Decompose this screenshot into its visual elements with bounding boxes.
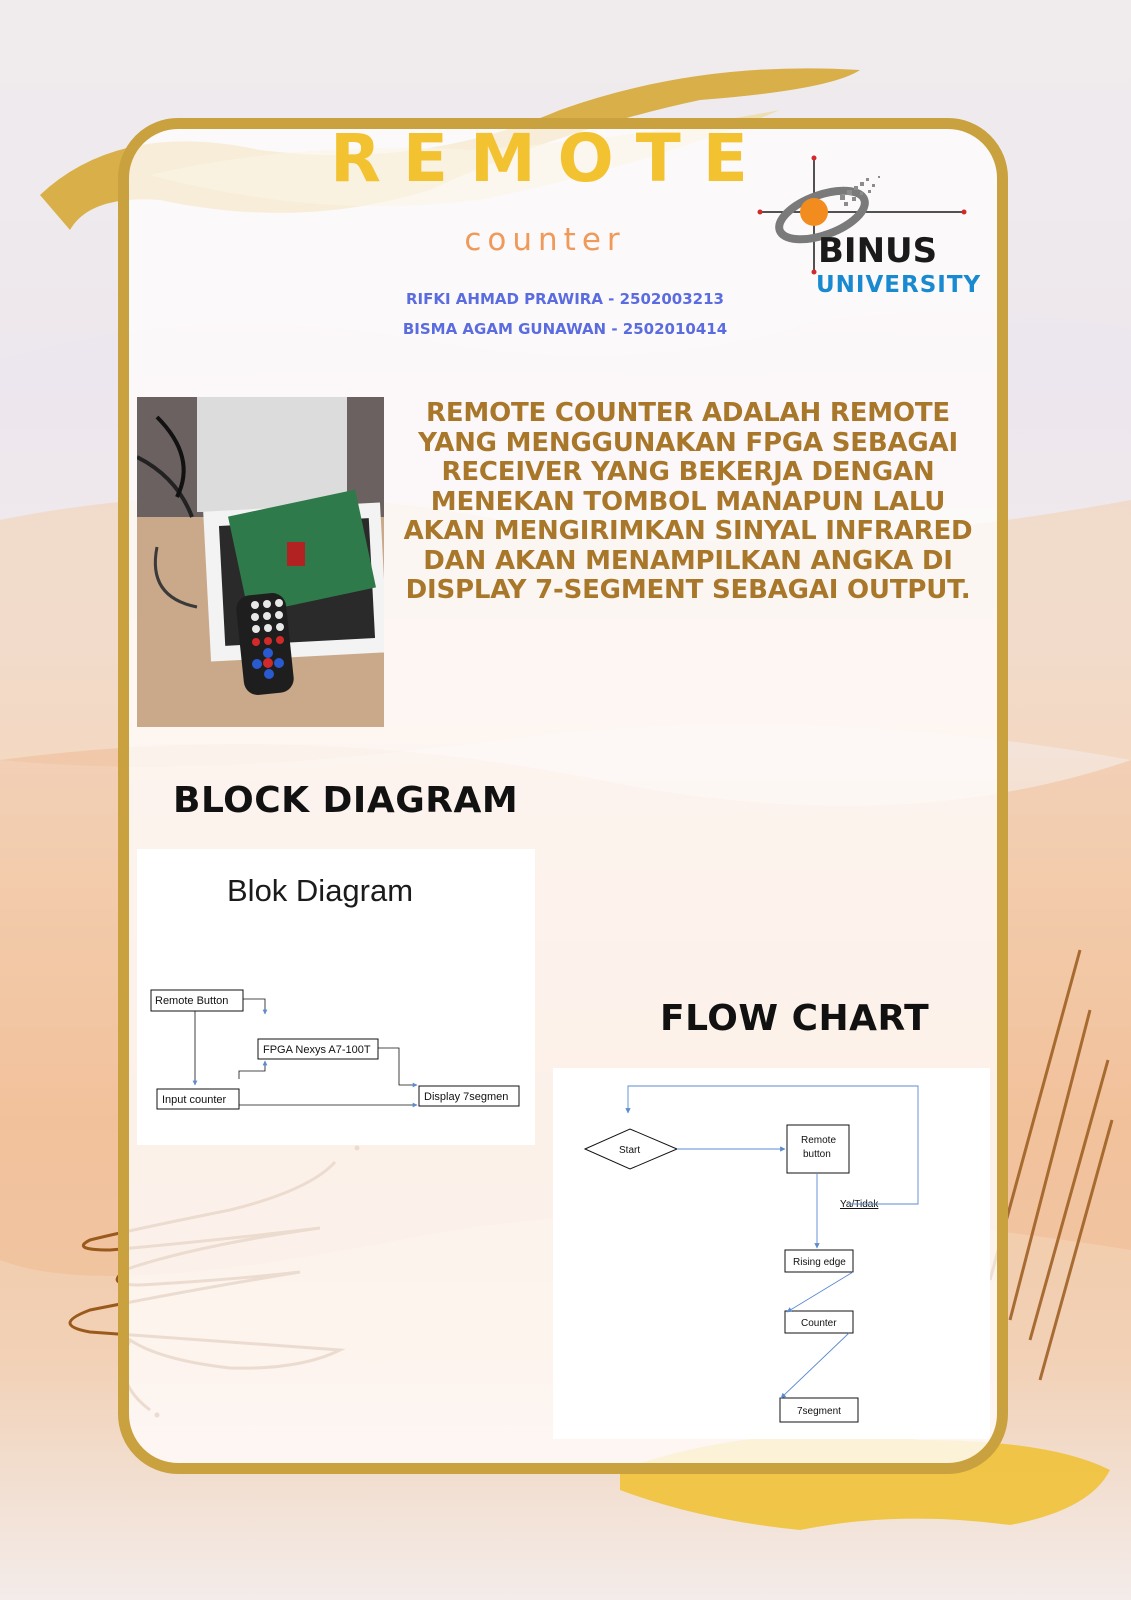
author-1: RIFKI AHMAD PRAWIRA - 2502003213	[406, 290, 724, 308]
poster-title: REMOTE	[330, 120, 770, 197]
binus-university-logo: BINUS UNIVERSITY	[757, 155, 981, 298]
node-input-counter	[156, 1088, 240, 1110]
node-remote-button	[150, 989, 244, 1012]
node-fpga	[257, 1038, 379, 1060]
node-display	[418, 1085, 520, 1107]
node-display-label: Display 7segmen	[424, 1091, 508, 1103]
author-2: BISMA AGAM GUNAWAN - 2502010414	[402, 320, 728, 338]
node-remote-button-label: Remote Button	[155, 995, 228, 1007]
block-slide-title: Blok Diagram	[227, 873, 413, 908]
node-input-counter-label: Input counter	[162, 1094, 227, 1106]
seven-segment-box	[779, 1397, 859, 1423]
product-photo	[137, 397, 384, 727]
flow-chart-heading: FLOW CHART	[660, 998, 930, 1039]
logo-binus-text: BINUS	[818, 231, 937, 271]
logo-university-text: UNIVERSITY	[816, 272, 981, 298]
rising-edge-label: Rising edge	[793, 1257, 846, 1268]
remote-button-label-2: button	[803, 1149, 831, 1160]
poster-subtitle: counter	[464, 222, 626, 258]
counter-label: Counter	[801, 1318, 837, 1329]
remote-button-label-1: Remote	[801, 1135, 836, 1146]
block-diagram-panel: Blok Diagram Remote Button FPGA Nexys A7…	[137, 849, 535, 1145]
start-label: Start	[619, 1145, 640, 1156]
flow-chart-panel: Start Remote button Ya/Tidak Rising edge…	[553, 1068, 990, 1439]
branch-label: Ya/Tidak	[840, 1199, 879, 1210]
project-description: REMOTE COUNTER ADALAH REMOTE YANG MENGGU…	[403, 398, 973, 605]
node-fpga-label: FPGA Nexys A7-100T	[263, 1044, 371, 1056]
counter-box	[784, 1310, 854, 1334]
remote-button-box	[786, 1124, 850, 1174]
block-diagram-heading: BLOCK DIAGRAM	[173, 780, 519, 821]
seven-segment-label: 7segment	[797, 1406, 841, 1417]
brown-lines	[988, 949, 1114, 1381]
rising-edge-box	[784, 1249, 854, 1273]
